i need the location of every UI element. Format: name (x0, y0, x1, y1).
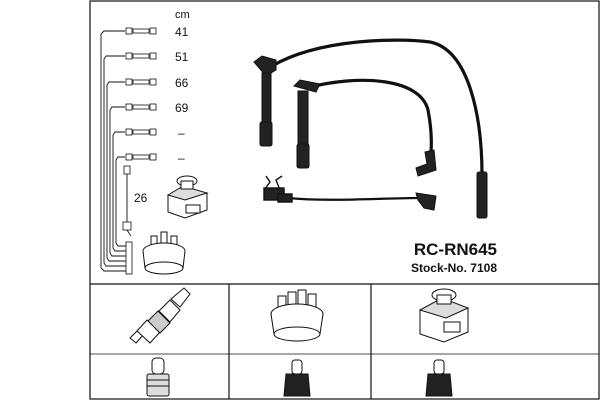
cable-length-6: – (178, 151, 185, 165)
cable-terminal-3 (415, 192, 437, 211)
distributor-boot-icon (283, 359, 311, 397)
unit-label: cm (175, 9, 190, 21)
spark-plug-boot-2 (293, 79, 321, 169)
coil-schematic-icon (166, 175, 209, 219)
cable-length-4: 69 (175, 101, 189, 115)
cable-length-schematic (100, 30, 132, 272)
product-code: RC-RN645 (414, 240, 497, 259)
cable-terminal-1 (415, 149, 437, 177)
cable-length-2: 51 (175, 50, 189, 64)
distributor-cap-icon (270, 289, 324, 342)
spark-plug-boot-icon (146, 357, 170, 397)
schematic-connectors (122, 27, 157, 275)
coil-connector (263, 175, 293, 203)
distributor-schematic-icon (142, 231, 186, 275)
coil-lead-length: 26 (134, 191, 148, 205)
cable-length-1: 41 (175, 25, 189, 39)
outer-frame (89, 0, 600, 400)
ignition-cables (270, 38, 484, 201)
spark-plug-icon (129, 287, 191, 344)
cable-terminal-2 (476, 171, 488, 219)
cable-length-5: – (178, 126, 185, 140)
cable-length-3: 66 (175, 76, 189, 90)
coil-boot-icon (425, 359, 453, 397)
spark-plug-boot-1 (253, 55, 277, 147)
stock-number: Stock-No. 7108 (411, 261, 497, 275)
ignition-coil-icon (418, 288, 470, 343)
